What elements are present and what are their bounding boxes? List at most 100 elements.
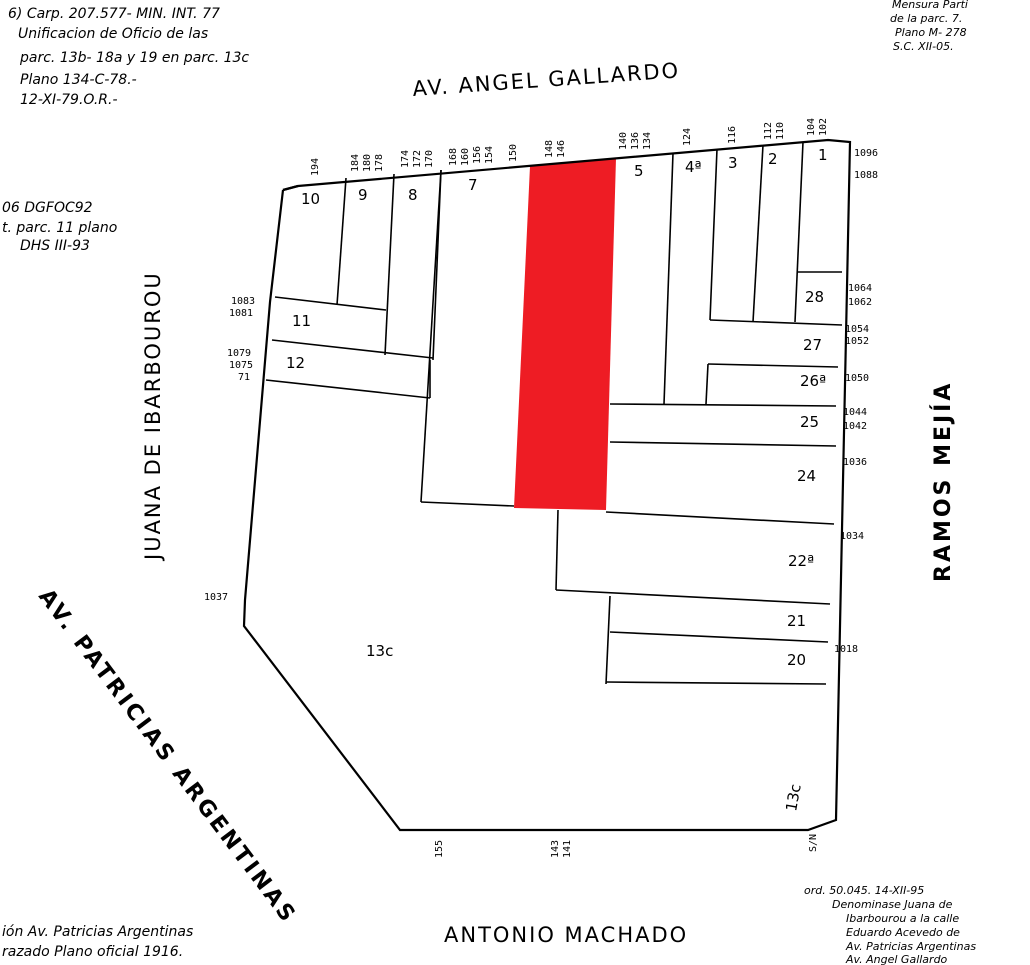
svg-text:25: 25 [800, 413, 819, 431]
svg-text:3: 3 [728, 154, 738, 172]
svg-text:13c: 13c [782, 783, 804, 813]
annotation-bottom-left: ión Av. Patricias Argentinas razado Plan… [2, 924, 193, 960]
svg-text:156: 156 [472, 146, 483, 164]
annotation-top-left: 6) Carp. 207.577- MIN. INT. 77 Unificaci… [8, 6, 249, 108]
svg-text:11: 11 [292, 312, 311, 330]
east-door-numbers: 1096 1088 1064 1062 1054 1052 1050 1044 … [834, 148, 878, 655]
svg-text:180: 180 [362, 154, 373, 172]
svg-text:194: 194 [310, 158, 321, 176]
svg-text:150: 150 [508, 144, 519, 162]
west-door-numbers: 1083 1081 1079 1075 71 1037 [204, 296, 255, 603]
street-south: ANTONIO MACHADO [444, 923, 688, 947]
svg-text:ord. 50.045. 14-XII-95: ord. 50.045. 14-XII-95 [804, 884, 924, 897]
svg-text:27: 27 [803, 336, 822, 354]
south-door-numbers: 155 143 141 S/N [434, 834, 819, 858]
svg-text:160: 160 [460, 148, 471, 166]
svg-text:Denominase Juana de: Denominase Juana de [832, 898, 953, 911]
svg-text:154: 154 [484, 146, 495, 164]
svg-text:1037: 1037 [204, 592, 228, 603]
svg-text:1075: 1075 [229, 360, 253, 371]
svg-text:172: 172 [412, 150, 423, 168]
svg-text:12-XI-79.O.R.-: 12-XI-79.O.R.- [20, 92, 118, 108]
street-east: RAMOS MEJÍA [930, 381, 956, 582]
annotation-bottom-right: ord. 50.045. 14-XII-95 Denominase Juana … [804, 884, 976, 965]
svg-text:141: 141 [562, 840, 573, 858]
svg-text:Ibarbourou a la calle: Ibarbourou a la calle [846, 912, 959, 925]
svg-text:13c: 13c [366, 642, 393, 660]
svg-text:Av. Patricias Argentinas: Av. Patricias Argentinas [845, 940, 976, 953]
svg-text:116: 116 [727, 126, 738, 144]
svg-text:9: 9 [358, 186, 368, 204]
svg-text:1018: 1018 [834, 644, 858, 655]
svg-text:razado Plano oficial 1916.: razado Plano oficial 1916. [2, 944, 183, 960]
svg-text:1081: 1081 [229, 308, 253, 319]
svg-text:10: 10 [301, 190, 320, 208]
lot-lines [265, 141, 843, 685]
svg-text:148: 148 [544, 140, 555, 158]
svg-text:1088: 1088 [854, 170, 878, 181]
svg-text:Plano M- 278: Plano M- 278 [895, 26, 967, 39]
annotation-mid-left: 06 DGFOC92 t. parc. 11 plano DHS III-93 [2, 200, 117, 254]
svg-text:146: 146 [556, 140, 567, 158]
svg-text:21: 21 [787, 612, 806, 630]
annotation-top-right: Mensura Parti de la parc. 7. Plano M- 27… [890, 0, 968, 53]
svg-text:DHS III-93: DHS III-93 [20, 238, 90, 254]
svg-text:20: 20 [787, 651, 806, 669]
svg-text:110: 110 [775, 122, 786, 140]
svg-text:de la parc. 7.: de la parc. 7. [890, 12, 962, 25]
svg-text:134: 134 [642, 132, 653, 150]
svg-text:184: 184 [350, 154, 361, 172]
svg-text:S/N: S/N [808, 834, 819, 852]
svg-text:1079: 1079 [227, 348, 251, 359]
svg-text:1064: 1064 [848, 283, 872, 294]
svg-text:Mensura Parti: Mensura Parti [892, 0, 968, 11]
svg-text:Plano 134-C-78.-: Plano 134-C-78.- [20, 72, 137, 88]
svg-text:112: 112 [763, 122, 774, 140]
svg-text:06 DGFOC92: 06 DGFOC92 [2, 200, 93, 216]
svg-text:178: 178 [374, 154, 385, 172]
svg-text:1083: 1083 [231, 296, 255, 307]
svg-text:155: 155 [434, 840, 445, 858]
svg-text:12: 12 [286, 354, 305, 372]
svg-text:174: 174 [400, 150, 411, 168]
svg-text:1052: 1052 [845, 336, 869, 347]
svg-text:71: 71 [238, 372, 250, 383]
svg-text:Av. Angel Gallardo: Av. Angel Gallardo [845, 953, 948, 965]
svg-text:1096: 1096 [854, 148, 878, 159]
svg-text:ión Av. Patricias Argentinas: ión Av. Patricias Argentinas [2, 924, 193, 940]
svg-text:24: 24 [797, 467, 816, 485]
svg-text:Unificacion de Oficio de las: Unificacion de Oficio de las [18, 26, 208, 42]
svg-text:4ª: 4ª [685, 158, 702, 176]
svg-text:parc. 13b- 18a y 19 en parc. 1: parc. 13b- 18a y 19 en parc. 13c [19, 50, 249, 66]
street-southwest: AV. PATRICIAS ARGENTINAS [33, 585, 301, 929]
svg-text:140: 140 [618, 132, 629, 150]
svg-text:5: 5 [634, 162, 644, 180]
highlighted-parcel[interactable] [514, 158, 616, 510]
svg-text:1: 1 [818, 146, 828, 164]
svg-text:104: 104 [806, 118, 817, 136]
svg-text:S.C. XII-05.: S.C. XII-05. [893, 40, 954, 53]
lot-labels: 1 2 3 4ª 5 7 8 9 10 11 12 28 27 26ª 25 2… [286, 146, 828, 813]
street-west: JUANA DE IBARBOUROU [141, 271, 165, 562]
svg-text:124: 124 [682, 128, 693, 146]
svg-text:26ª: 26ª [800, 372, 826, 390]
svg-text:6) Carp. 207.577- MIN. INT. 77: 6) Carp. 207.577- MIN. INT. 77 [8, 6, 220, 22]
svg-text:1054: 1054 [845, 324, 869, 335]
svg-text:143: 143 [550, 840, 561, 858]
svg-text:1050: 1050 [845, 373, 869, 384]
block-outline [242, 138, 852, 832]
street-north: AV. ANGEL GALLARDO [412, 58, 681, 101]
svg-text:1034: 1034 [840, 531, 864, 542]
svg-text:Eduardo Acevedo de: Eduardo Acevedo de [846, 926, 960, 939]
svg-text:1044: 1044 [843, 407, 867, 418]
svg-text:28: 28 [805, 288, 824, 306]
north-door-numbers: 194 184 180 178 174 172 170 168 160 156 … [310, 118, 829, 176]
svg-text:22ª: 22ª [788, 552, 814, 570]
svg-text:102: 102 [818, 118, 829, 136]
svg-text:136: 136 [630, 132, 641, 150]
svg-text:t. parc. 11 plano: t. parc. 11 plano [2, 220, 117, 236]
svg-text:170: 170 [424, 150, 435, 168]
svg-text:1042: 1042 [843, 421, 867, 432]
svg-text:2: 2 [768, 150, 778, 168]
